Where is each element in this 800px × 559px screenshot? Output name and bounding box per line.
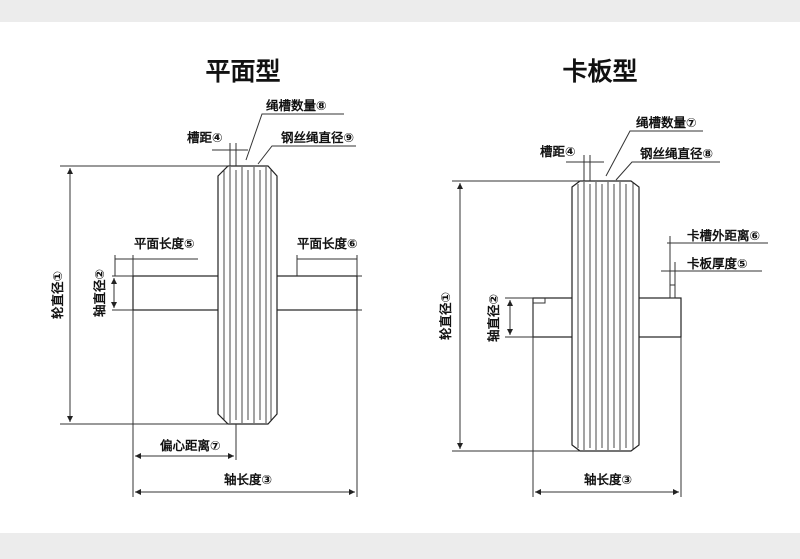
plate-rope-diameter-leader: 钢丝绳直径⑧ [615,146,720,181]
flat-wheel-diameter-dim: 轮直径① [50,165,228,425]
flat-length-left-dim: 平面长度⑤ [114,236,198,276]
plate-slot-outer-distance-dim: 卡槽外距离⑥ [667,228,768,285]
flat-rope-diameter-leader: 钢丝绳直径⑨ [257,130,356,165]
plate-groove-pitch-dim: 槽距④ [540,144,604,181]
flat-eccentric-distance-dim: 偏心距离⑦ [132,310,237,497]
flat-groove-pitch-dim: 槽距④ [187,130,248,166]
flat-type-drawing: 平面型 轮直径① 轴直径② [50,57,362,497]
flat-groove-pitch-label: 槽距④ [187,130,223,145]
plate-shaft-length-dim: 轴长度③ [532,337,682,497]
plate-type-drawing: 卡板型 轮直径① [438,57,768,497]
plate-groove-count-label: 绳槽数量⑦ [636,115,697,130]
plate-groove-pitch-label: 槽距④ [540,144,576,159]
plate-wheel-diameter-label: 轮直径① [438,292,453,340]
plate-shaft-diameter-dim: 轴直径② [486,294,533,342]
flat-rope-diameter-label: 钢丝绳直径⑨ [281,130,354,145]
flat-shaft-length-dim: 轴长度③ [135,310,358,497]
plate-groove-count-leader: 绳槽数量⑦ [605,115,703,177]
plate-card-slot [669,284,676,299]
flat-shaft-length-label: 轴长度③ [224,472,272,487]
plate-rope-diameter-label: 钢丝绳直径⑧ [640,146,713,161]
flat-groove-count-label: 绳槽数量⑧ [266,98,327,113]
plate-thickness-dim: 卡板厚度⑤ [661,256,762,285]
flat-wheel [217,165,278,425]
flat-wheel-grooves [223,167,272,423]
drawing-background [0,22,800,533]
flat-length-left-label: 平面长度⑤ [134,236,195,251]
plate-thickness-label: 卡板厚度⑤ [687,256,748,271]
flat-length-right-dim: 平面长度⑥ [296,236,358,276]
flat-shaft-diameter-dim: 轴直径② [92,269,117,317]
plate-wheel-grooves [577,182,634,450]
flat-shaft-diameter-label: 轴直径② [92,269,107,317]
plate-type-title: 卡板型 [562,57,637,86]
flat-groove-count-leader: 绳槽数量⑧ [245,98,344,161]
flat-wheel-diameter-label: 轮直径① [50,271,65,319]
flat-length-right-label: 平面长度⑥ [297,236,358,251]
plate-wheel [571,180,640,452]
plate-shaft-length-label: 轴长度③ [584,472,632,487]
plate-wheel-diameter-dim: 轮直径① [438,180,580,452]
flat-eccentric-distance-label: 偏心距离⑦ [160,438,221,453]
flat-type-title: 平面型 [205,57,280,86]
plate-slot-outer-distance-label: 卡槽外距离⑥ [687,228,760,243]
plate-shaft-diameter-label: 轴直径② [486,294,501,342]
